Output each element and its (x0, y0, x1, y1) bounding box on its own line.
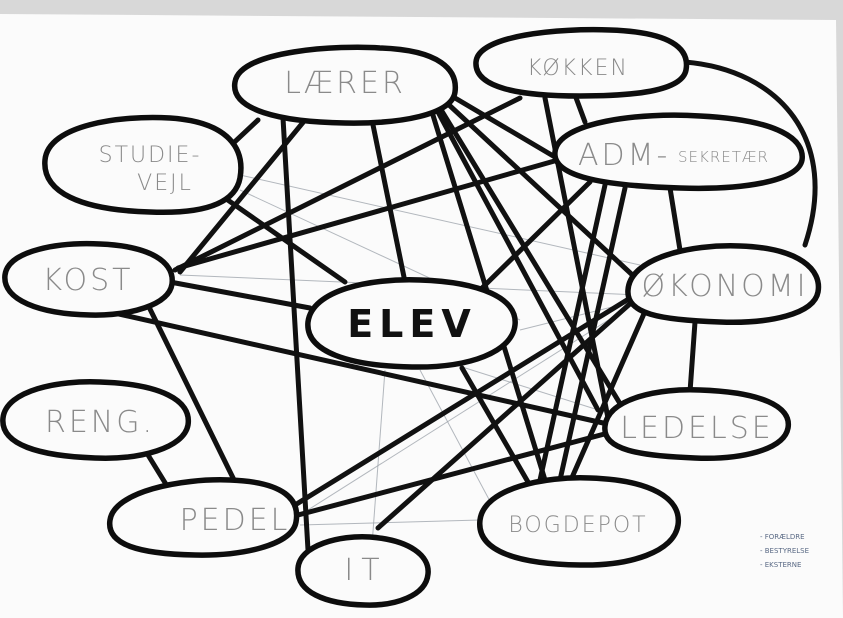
okonomi-label: ØKONOMI (641, 269, 808, 304)
connectors (107, 59, 818, 553)
note-eksterne: - EKSTERNE (760, 561, 801, 569)
node-bogdepot[interactable]: BOGDEPOT (477, 475, 682, 568)
it-label: IT (344, 553, 387, 588)
note-bestyrelse: - BESTYRELSE (760, 547, 809, 555)
note-foraeldre: - FORÆLDRE (760, 533, 805, 541)
kokken-label: KØKKEN (527, 56, 629, 81)
node-kokken[interactable]: KØKKEN (473, 26, 690, 99)
adm-suffix-label: SEKRETÆR (678, 148, 769, 166)
node-pedel[interactable]: PEDEL (107, 477, 300, 558)
node-it[interactable]: IT (295, 534, 431, 608)
adm-label: ADM- (578, 138, 670, 173)
node-reng[interactable]: RENG. (0, 379, 192, 461)
laerer-label: LÆRER (284, 66, 406, 101)
bogdepot-label: BOGDEPOT (508, 513, 647, 538)
ledelse-label: LEDELSE (620, 411, 773, 446)
node-okonomi[interactable]: ØKONOMI (625, 243, 822, 325)
node-studie-vejl[interactable]: STUDIE- VEJL (42, 114, 244, 216)
node-kost[interactable]: KOST (2, 240, 175, 318)
side-notes: - FORÆLDRE - BESTYRELSE - EKSTERNE (760, 533, 809, 569)
elev-label: ELEV (347, 302, 477, 346)
node-ledelse[interactable]: LEDELSE (602, 387, 791, 461)
node-elev[interactable]: ELEV (305, 277, 518, 370)
studie-label-line1: STUDIE- (99, 143, 202, 168)
kost-label: KOST (42, 263, 133, 298)
pedel-label: PEDEL (180, 503, 291, 538)
studie-label-line2: VEJL (137, 171, 193, 196)
node-adm-sekretaer[interactable]: ADM- SEKRETÆR (552, 112, 805, 192)
node-laerer[interactable]: LÆRER (232, 44, 459, 126)
reng-label: RENG. (45, 405, 155, 440)
